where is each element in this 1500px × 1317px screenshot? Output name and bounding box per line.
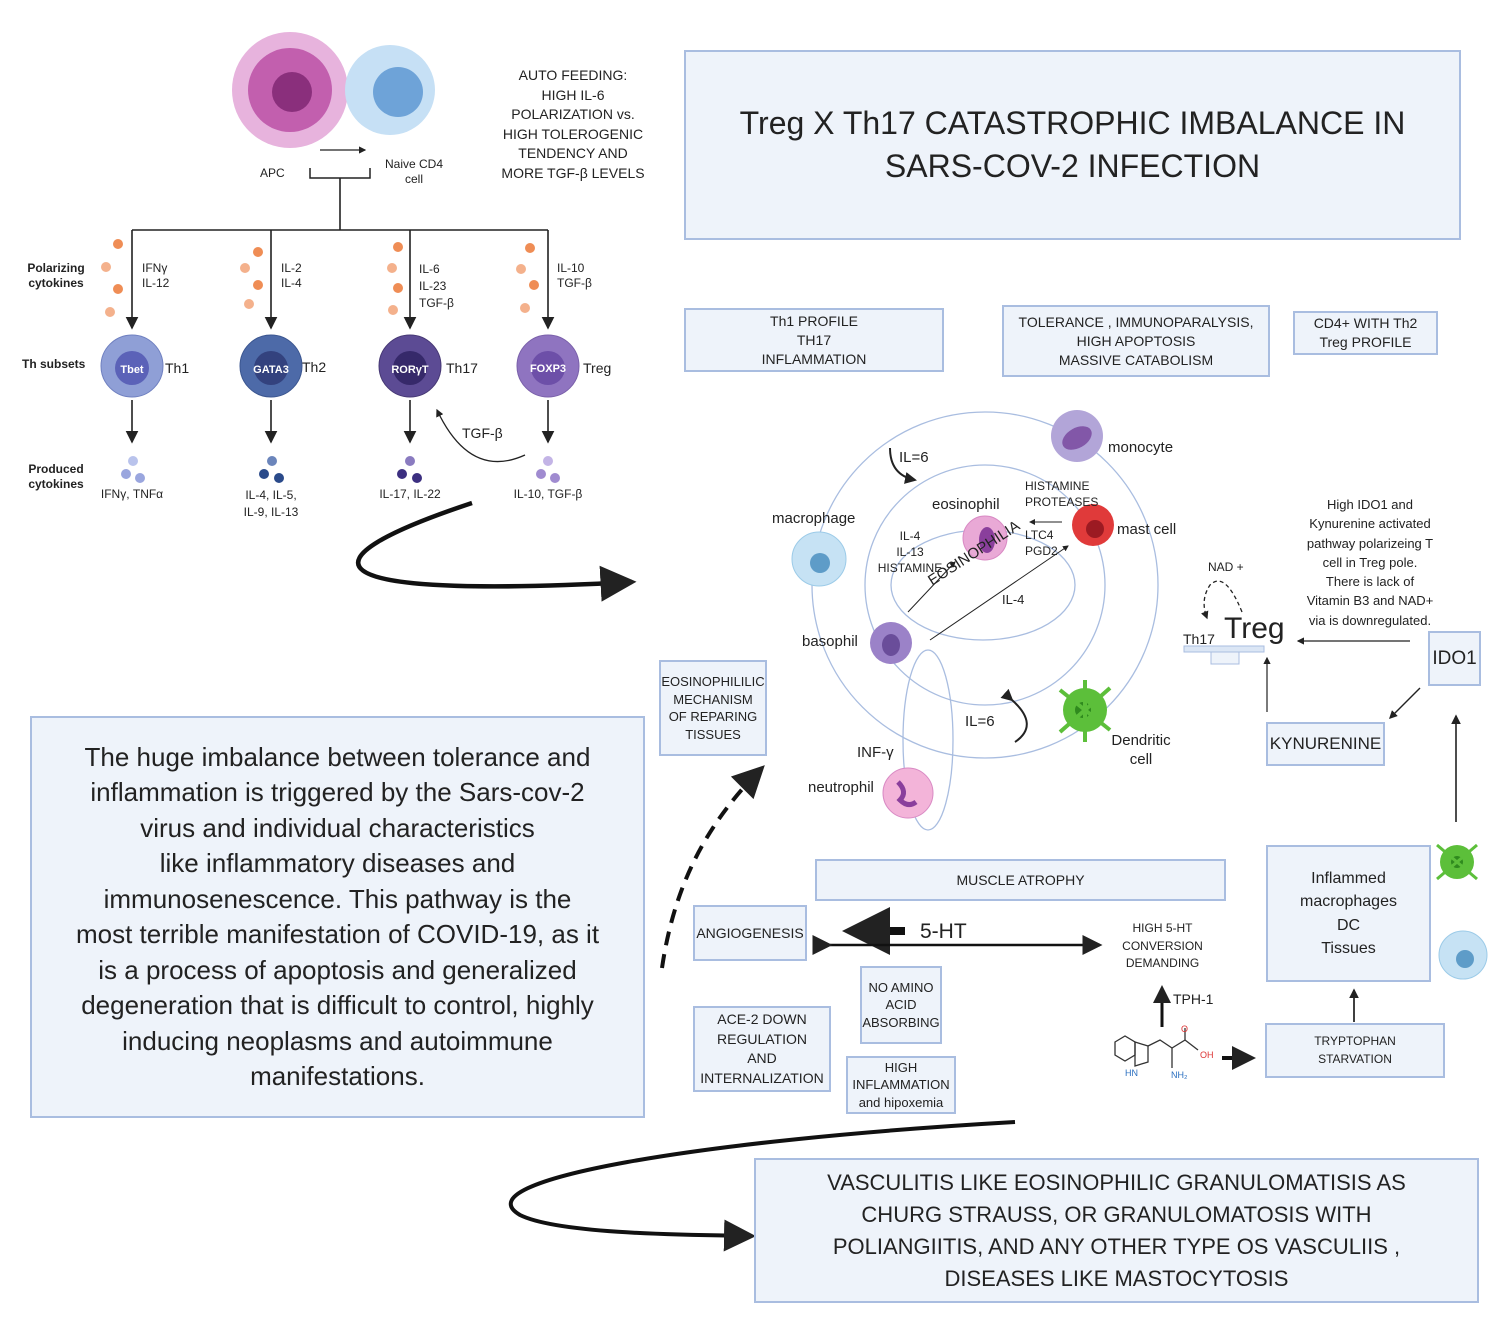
th2-polarizing: IL-2 IL-4 (281, 261, 302, 290)
neutrophil-icon (882, 767, 934, 819)
eosinophil-icon (962, 515, 1008, 561)
macrophage-label: macrophage (772, 510, 856, 527)
polarizing-cytokine-dots (101, 239, 539, 317)
th17-polarizing: IL-6 IL-23 TGF-β (419, 262, 454, 310)
bracket-line (309, 168, 371, 179)
apc-label: APC (260, 166, 285, 180)
molecule-oh: OH (1200, 1050, 1214, 1060)
curved-arrow-to-vasculitis (508, 1120, 1016, 1252)
high-5ht-text: HIGH 5-HT CONVERSION DEMANDING (1122, 921, 1203, 970)
summary-box: The huge imbalance between tolerance and… (30, 716, 645, 1118)
th17-balance-label: Th17 (1183, 631, 1215, 647)
tph1-label: TPH-1 (1173, 991, 1214, 1007)
tgf-feedback-label: TGF-β (462, 425, 503, 441)
histamine-proteases-label: HISTAMINE PROTEASES (1025, 479, 1099, 509)
roryt-label: RORγT (391, 364, 429, 376)
th1-cell-icon (100, 334, 164, 398)
il6-top-label: IL=6 (899, 449, 929, 466)
produced-cytokines-label: Produced cytokines (28, 462, 84, 491)
no-amino-acid-box: NO AMINO ACID ABSORBING (860, 966, 942, 1044)
il6-bottom-label: IL=6 (965, 713, 995, 730)
curved-arrow-to-circle (355, 500, 637, 602)
th1-label: Th1 (165, 360, 190, 376)
inf-gamma-label: INF-γ (857, 744, 894, 761)
tbet-label: Tbet (120, 364, 144, 376)
dendritic-cell-label: Dendritic cell (1111, 732, 1171, 768)
dashed-arrow-to-eosinophilic (660, 765, 765, 969)
mast-cell-icon (1072, 504, 1114, 546)
auto-feeding-text: AUTO FEEDING: HIGH IL-6 POLARIZATION vs.… (501, 67, 645, 181)
muscle-atrophy-box: MUSCLE ATROPHY (815, 859, 1226, 901)
dendritic-cell-small-icon (1436, 843, 1478, 881)
molecule-o: O (1181, 1024, 1189, 1034)
high-inflammation-box: HIGH INFLAMMATION and hipoxemia (846, 1056, 956, 1114)
kynurenine-box: KYNURENINE (1266, 722, 1385, 766)
polarizing-cytokines-label: Polarizing cytokines (27, 261, 85, 290)
il6-top-arrow (889, 447, 917, 484)
vasculitis-box: VASCULITIS LIKE EOSINOPHILIC GRANULOMATI… (754, 1158, 1479, 1303)
title-box: Treg X Th17 CATASTROPHIC IMBALANCE IN SA… (684, 50, 1461, 240)
ace2-box: ACE-2 DOWN REGULATION AND INTERNALIZATIO… (693, 1006, 831, 1092)
tolerance-box: TOLERANCE , IMMUNOPARALYSIS, HIGH APOPTO… (1002, 305, 1270, 377)
il4-label: IL-4 (1002, 592, 1025, 607)
treg-balance-label: Treg (1224, 612, 1285, 645)
th2-label: Th2 (302, 359, 327, 375)
ido1-box: IDO1 (1428, 631, 1481, 686)
monocyte-label: monocyte (1108, 439, 1174, 456)
macrophage-small-icon (1438, 930, 1488, 980)
naive-cd4-cell-icon (345, 45, 435, 135)
treg-produced: IL-10, TGF-β (513, 487, 583, 501)
tryptophan-molecule-icon (1114, 1028, 1199, 1068)
tryptophan-starvation-box: TRYPTOPHAN STARVATION (1265, 1023, 1445, 1078)
macrophage-icon (791, 531, 847, 587)
th17-produced: IL-17, IL-22 (379, 487, 441, 501)
neutrophil-label: neutrophil (808, 779, 874, 796)
balance-base (1210, 651, 1240, 665)
th2-produced: IL-4, IL-5, IL-9, IL-13 (243, 488, 299, 519)
il4-il13-histamine-label: IL-4 IL-13 HISTAMINE (877, 529, 943, 575)
il6-bottom-arrow (1000, 688, 1028, 743)
molecule-hn: HN (1125, 1068, 1138, 1078)
basophil-label: basophil (802, 633, 858, 650)
foxp3-label: FOXP3 (529, 363, 567, 375)
th-subset-cells (100, 334, 580, 398)
treg-cell-icon (516, 334, 580, 398)
ido-explanation-text: High IDO1 and Kynurenine activated pathw… (1306, 497, 1434, 628)
th1-produced: IFNγ, TNFα (100, 487, 164, 501)
ltc4-pgd2-label: LTC4 PGD2 (1025, 528, 1058, 558)
th1-profile-box: Th1 PROFILE TH17 INFLAMMATION (684, 308, 944, 372)
eosinophilic-mechanism-box: EOSINOPHILILIC MECHANISM OF REPARING TIS… (659, 660, 767, 756)
eosinophil-label: eosinophil (932, 496, 1000, 513)
cd4-treg-profile-box: CD4+ WITH Th2 Treg PROFILE (1293, 311, 1438, 355)
nad-label: NAD + (1208, 560, 1244, 574)
angiogenesis-box: ANGIOGENESIS (693, 905, 807, 961)
mast-cell-label: mast cell (1117, 521, 1177, 538)
ido1-to-kynurenine-arrow (1389, 687, 1421, 719)
tgf-feedback-arrow (436, 408, 526, 463)
treg-polarizing: IL-10 TGF-β (557, 261, 592, 290)
5ht-label: 5-HT (920, 920, 967, 943)
th1-polarizing: IFNγ IL-12 (142, 261, 170, 290)
baso-to-eos-arrow (907, 561, 956, 613)
inflamed-macrophages-box: Inflammed macrophages DC Tissues (1266, 845, 1431, 982)
dendritic-cell-icon (1058, 680, 1112, 742)
produced-cytokine-dots (121, 456, 560, 483)
basophil-icon (870, 622, 912, 664)
nad-dashed-arrow (1201, 580, 1243, 620)
branch-lines (125, 178, 555, 444)
th17-cell-icon (378, 334, 442, 398)
naive-cd4-label: Naive CD4 cell (384, 157, 444, 186)
treg-label: Treg (583, 360, 612, 376)
th2-cell-icon (239, 334, 303, 398)
apc-cell-icon (232, 32, 348, 148)
th17-label: Th17 (446, 360, 478, 376)
th-subsets-label: Th subsets (22, 357, 86, 371)
molecule-nh2: NH₂ (1171, 1070, 1188, 1080)
monocyte-icon (1051, 410, 1103, 462)
baso-to-mast-arrow (929, 545, 1069, 641)
gata3-label: GATA3 (253, 364, 289, 376)
